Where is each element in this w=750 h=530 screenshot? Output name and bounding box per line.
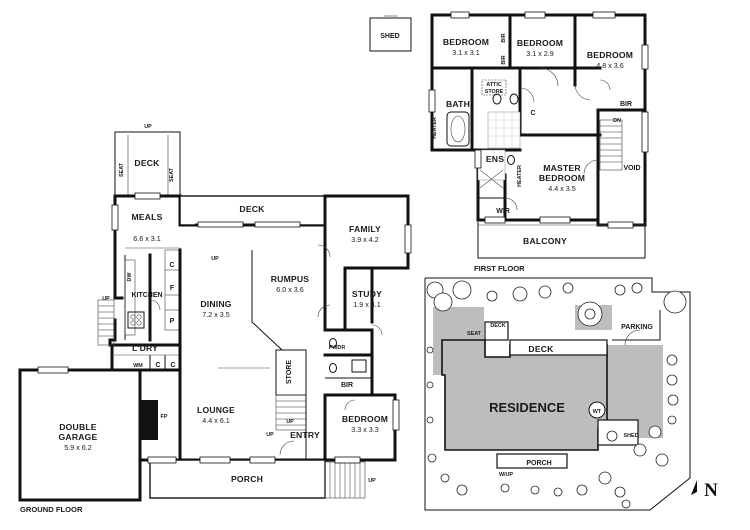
ff-bedroom3-label: BEDROOM (587, 50, 633, 60)
gf-up-4: UP (286, 419, 294, 425)
first-floor-plan: BEDROOM 3.1 x 3.1 BEDROOM 3.1 x 2.9 BEDR… (428, 11, 649, 273)
gf-deck-seat-left: SEAT (119, 162, 125, 177)
gf-meals-size: 6.6 x 3.1 (133, 234, 161, 243)
site-porch: PORCH (526, 460, 551, 467)
ff-master-size: 4.4 x 3.5 (548, 184, 576, 193)
gf-dw: DW (127, 272, 133, 282)
gf-porch-label: PORCH (231, 474, 263, 484)
ff-bedroom2-size: 3.1 x 2.9 (526, 49, 554, 58)
gf-store-label: STORE (286, 360, 293, 384)
gf-family-label: FAMILY (349, 224, 381, 234)
gf-study-label: STUDY (352, 289, 382, 299)
ff-bath-label: BATH (446, 99, 470, 109)
gf-pwdr: PWDR (329, 345, 346, 351)
gf-ldry-label: L'DRY (132, 343, 158, 353)
compass-arrow-icon (691, 480, 697, 495)
gf-cupboard-c: C (169, 262, 174, 269)
ff-bedroom2-label: BEDROOM (517, 38, 563, 48)
gf-up-3: UP (102, 296, 110, 302)
gf-rumpus-size: 6.0 x 3.6 (276, 285, 304, 294)
gf-dining-size: 7.2 x 3.5 (202, 310, 230, 319)
ff-bedroom1-size: 3.1 x 3.1 (452, 48, 480, 57)
site-residence (441, 339, 608, 451)
site-wt: WT (593, 409, 602, 415)
site-parking: PARKING (621, 324, 653, 331)
gf-fp: FP (161, 414, 168, 420)
gf-up-1: UP (144, 124, 152, 130)
ff-dn: DN (613, 118, 621, 124)
gf-dining-label: DINING (200, 299, 231, 309)
gf-deck-seat-right: SEAT (169, 167, 175, 182)
site-plan: RESIDENCE DECK SEAT DECK PARKING WT SHED… (424, 277, 718, 511)
site-deck: DECK (528, 344, 554, 354)
ff-bedroom3-size: 4.8 x 3.6 (596, 61, 624, 70)
gf-entry-label: ENTRY (290, 430, 320, 440)
ff-master-line1: MASTER (543, 163, 581, 173)
gf-kitchen-label: KITCHEN (131, 292, 162, 299)
ff-heater1: HEATER (432, 117, 438, 139)
gf-cupboard-f: F (170, 285, 175, 292)
gf-study-size: 1.9 x 4.1 (353, 300, 381, 309)
gf-garage-size: 5.9 x 6.2 (64, 443, 92, 452)
site-shed: SHED (624, 433, 639, 439)
ff-master-line2: BEDROOM (539, 173, 585, 183)
gf-rumpus-label: RUMPUS (271, 274, 310, 284)
gf-bedroom-label: BEDROOM (342, 414, 388, 424)
gf-c2: C (170, 362, 175, 369)
gf-garage-line1: DOUBLE (59, 422, 97, 432)
gf-deck-long-label: DECK (239, 204, 265, 214)
gf-cupboard-p: P (170, 318, 175, 325)
gf-lounge-label: LOUNGE (197, 405, 235, 415)
gf-garage-line2: GARAGE (59, 432, 98, 442)
gf-up-6: UP (368, 478, 376, 484)
shed-label: SHED (380, 33, 399, 40)
ff-attic-line1: ATTIC (486, 82, 502, 88)
ff-bir1: BIR (501, 33, 507, 42)
site-seat: SEAT (467, 331, 482, 337)
site-deck-small: DECK (490, 323, 505, 329)
ff-balcony: BALCONY (523, 236, 567, 246)
ground-floor-plan: DECK SEAT SEAT MEALS 6.6 x 3.1 DECK FAMI… (18, 124, 412, 514)
gf-bir: BIR (341, 382, 353, 389)
ff-bedroom1-label: BEDROOM (443, 37, 489, 47)
ff-heater2: HEATER (517, 165, 523, 187)
ff-ens-label: ENS (486, 154, 504, 164)
ff-wir: WIR (496, 208, 510, 215)
gf-deck-label: DECK (134, 158, 160, 168)
gf-lounge-size: 4.4 x 6.1 (202, 416, 230, 425)
shed-block: SHED (369, 15, 412, 52)
gf-meals-label: MEALS (131, 212, 162, 222)
first-floor-stair (599, 119, 623, 171)
gf-up-5: UP (266, 432, 274, 438)
gf-up-2: UP (211, 256, 219, 262)
ff-bir3: BIR (620, 101, 632, 108)
ff-void: VOID (623, 165, 640, 172)
site-trees (426, 280, 687, 509)
compass: N (691, 480, 718, 501)
gf-bedroom-size: 3.3 x 3.3 (351, 425, 379, 434)
gf-c1: C (155, 362, 160, 369)
ff-c: C (530, 110, 535, 117)
ff-bir2: BIR (501, 55, 507, 64)
gf-wm: WM (133, 363, 143, 369)
site-grey-east (607, 345, 663, 438)
first-floor-caption: FIRST FLOOR (474, 264, 525, 273)
ground-floor-caption: GROUND FLOOR (20, 505, 83, 514)
gf-family-size: 3.9 x 4.2 (351, 235, 379, 244)
site-wup: W/UP (499, 472, 513, 478)
compass-letter: N (704, 480, 718, 501)
site-residence-label: RESIDENCE (489, 400, 565, 415)
ff-attic-line2: STORE (485, 89, 504, 95)
